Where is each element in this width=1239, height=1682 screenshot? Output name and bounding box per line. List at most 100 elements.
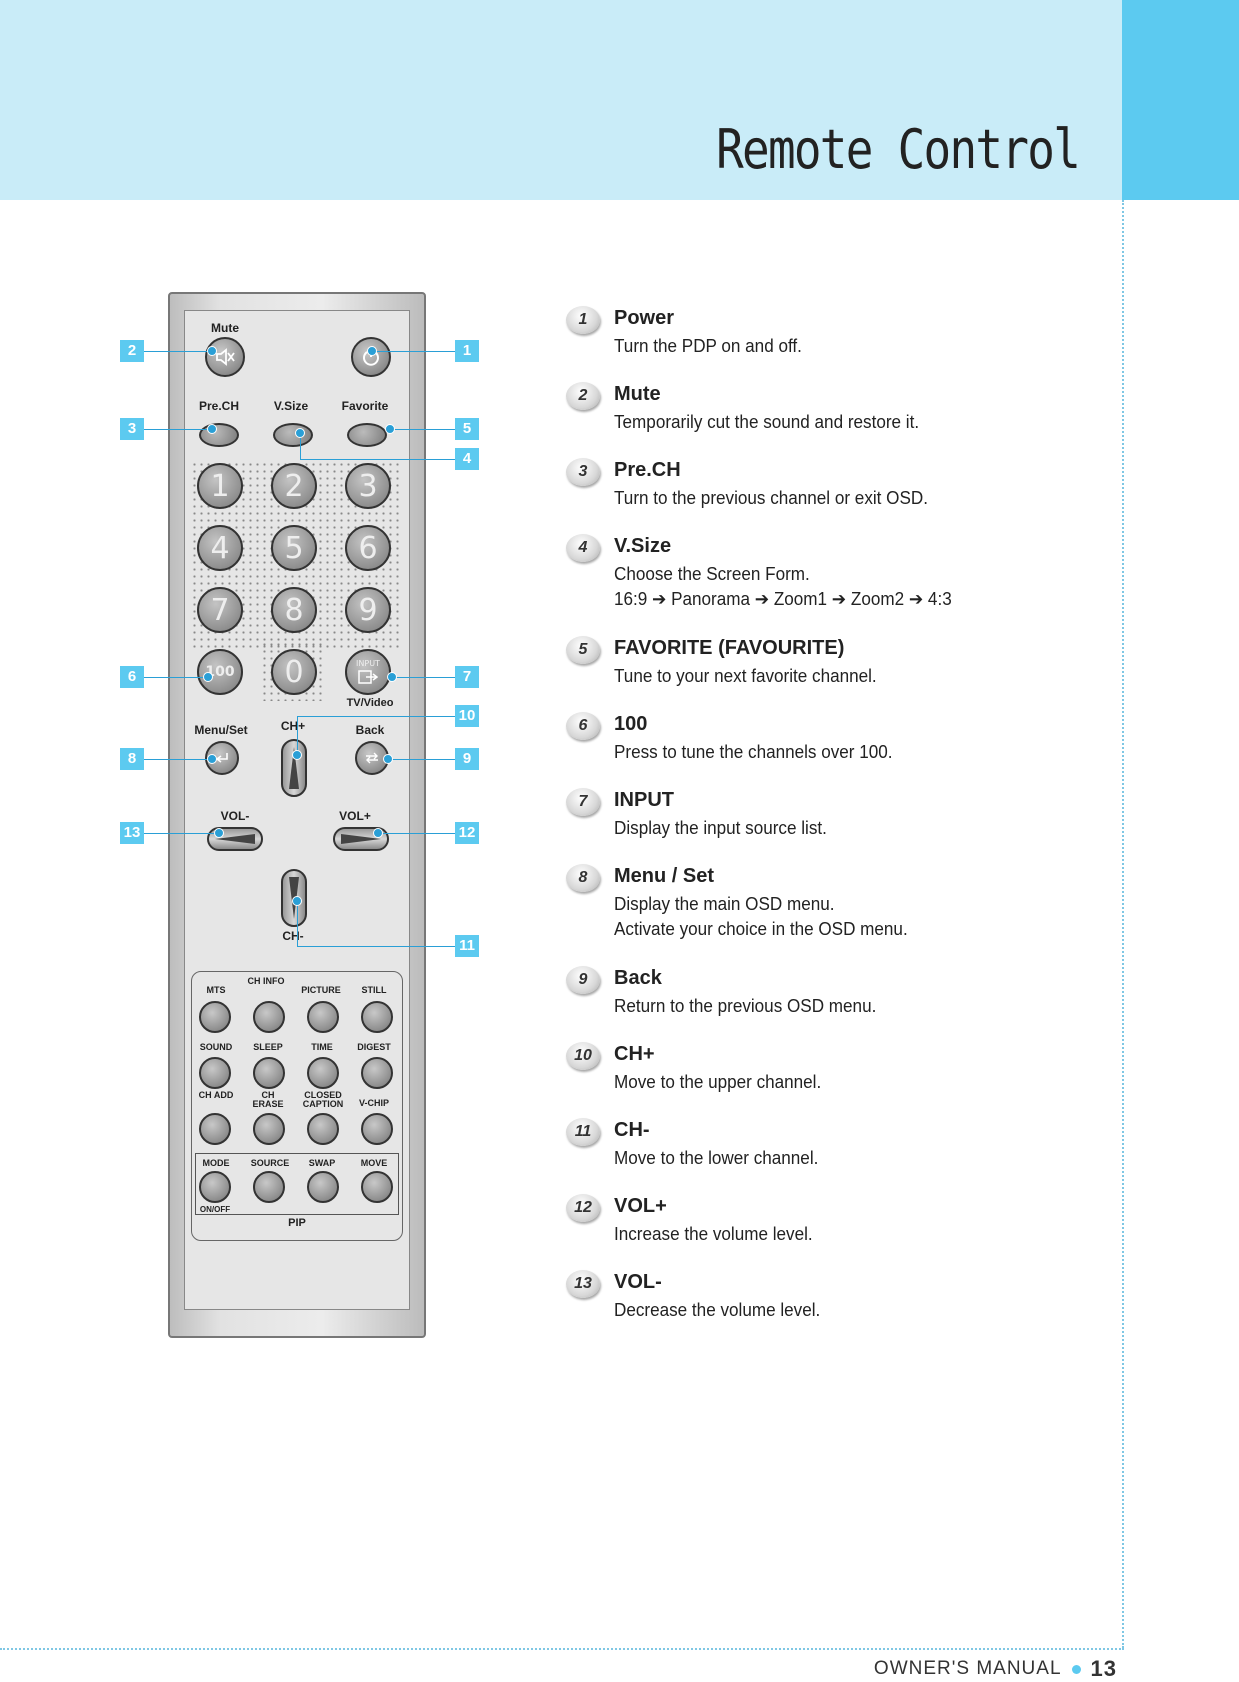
mts-button [199,1001,231,1033]
pip-move-button [361,1171,393,1203]
item-title: VOL+ [614,1195,667,1217]
description-line: Move to the lower channel. [614,1148,819,1168]
left-arrow-icon [215,834,255,844]
callout-dot [207,346,217,356]
favorite-button [347,423,387,447]
move-label: MOVE [360,1158,388,1168]
digit-4-button: 4 [197,525,243,571]
callout-dot [207,754,217,764]
description-line: Move to the upper channel. [614,1072,822,1092]
item-title: 100 [614,713,648,735]
callout-dot [292,750,302,760]
callout-line [297,716,298,754]
pip-mode-button [199,1171,231,1203]
vchip-button [361,1113,393,1145]
callout-line [144,677,208,678]
chadd-label: CH ADD [198,1090,234,1100]
digit-2-button: 2 [271,463,317,509]
item-description: Turn to the previous channel or exit OSD… [614,486,928,511]
callout-dot [385,424,395,434]
callout-dot [295,428,305,438]
description-line: Turn the PDP on and off. [614,336,802,356]
callout-dot [214,828,224,838]
item-number: 8 [566,864,600,892]
item-description: Move to the upper channel. [614,1070,821,1095]
sound-button [199,1057,231,1089]
prech-button [199,423,239,447]
callout-line [372,351,455,352]
callout-line [144,833,218,834]
time-button [307,1057,339,1089]
item-title: VOL- [614,1271,662,1293]
callout-dot [373,828,383,838]
item-number: 7 [566,788,600,816]
description-line: Turn to the previous channel or exit OSD… [614,488,928,508]
cherase-button [253,1113,285,1145]
input-button: INPUT [345,649,391,695]
digit-3-button: 3 [345,463,391,509]
callout-dot [207,424,217,434]
item-title: Back [614,967,662,989]
description-line: Display the main OSD menu. [614,894,835,914]
swap-label: SWAP [308,1158,336,1168]
callout-6: 6 [120,666,144,688]
time-label: TIME [311,1042,333,1052]
bullet-icon [1071,1664,1081,1674]
callout-dot [383,754,393,764]
up-arrow-icon [289,747,299,789]
power-button [351,337,391,377]
chinfo-button [253,1001,285,1033]
mode-label: MODE [202,1158,230,1168]
tvvideo-label: TV/Video [346,697,394,709]
callout-12: 12 [455,822,479,844]
callout-dot [292,896,302,906]
still-button [361,1001,393,1033]
digit-9-button: 9 [345,587,391,633]
callout-line [378,833,455,834]
chminus-label: CH- [282,929,304,943]
sound-label: SOUND [199,1042,233,1052]
onoff-label: ON/OFF [199,1205,231,1214]
chinfo-label: CH INFO [247,976,285,986]
footer-label: OWNER'S MANUAL [873,1658,1062,1679]
digest-button [361,1057,393,1089]
mute-label: Mute [211,321,239,335]
description-line: Decrease the volume level. [614,1300,821,1320]
header-tab [1122,0,1239,200]
margin-divider [1122,200,1124,1648]
callout-2: 2 [120,340,144,362]
item-title: V.Size [614,535,672,557]
callout-line [388,759,455,760]
picture-button [307,1001,339,1033]
hundred-button: 100 [197,649,243,695]
page-number: 13 [1090,1656,1117,1681]
item-number: 1 [566,306,600,334]
vsize-button [273,423,313,447]
remote-face: Mute Pre.CH V.Size Favorite 1 2 3 4 5 6 … [184,310,410,1310]
back-label: Back [355,723,385,737]
return-icon [366,752,378,764]
pip-label: PIP [277,1217,317,1229]
callout-3: 3 [120,418,144,440]
item-number: 6 [566,712,600,740]
callout-line [144,759,212,760]
callout-line [297,900,298,946]
item-title: CH+ [614,1043,655,1065]
volplus-label: VOL+ [339,809,371,823]
callout-9: 9 [455,748,479,770]
callout-line [390,429,455,430]
sleep-button [253,1057,285,1089]
description-line: Increase the volume level. [614,1224,813,1244]
chadd-button [199,1113,231,1145]
digit-1-button: 1 [197,463,243,509]
description-line: Choose the Screen Form. [614,564,810,584]
item-description: Move to the lower channel. [614,1146,818,1171]
item-number: 12 [566,1194,600,1222]
pip-group [195,1153,399,1215]
item-number: 9 [566,966,600,994]
item-description: Display the input source list. [614,816,827,841]
vchip-label: V-CHIP [358,1098,389,1108]
enter-icon [215,753,228,763]
volminus-label: VOL- [220,809,250,823]
item-number: 10 [566,1042,600,1070]
